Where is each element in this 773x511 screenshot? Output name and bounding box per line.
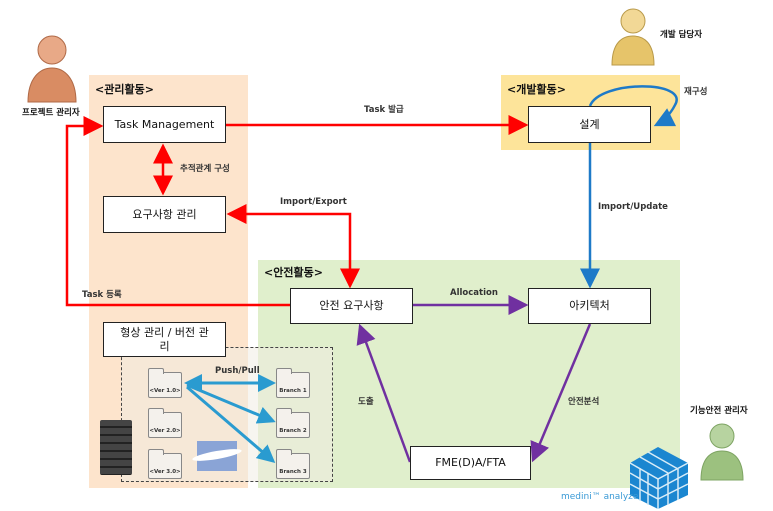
server-icon	[100, 420, 132, 475]
safety-analysis-label: 안전분석	[568, 397, 600, 407]
task-issue-label: Task 발급	[364, 105, 404, 115]
task-register-arrow	[65, 116, 290, 307]
push-pull-label: Push/Pull	[215, 366, 260, 376]
derive-arrow	[356, 323, 412, 463]
management-label: <관리활동>	[95, 83, 154, 96]
version-folder[interactable]: <Ver 1.0>	[148, 368, 182, 398]
project-manager-label: 프로젝트 관리자	[22, 108, 80, 118]
import-update-label: Import/Update	[598, 202, 668, 212]
safety-manager-avatar-icon	[700, 423, 744, 481]
reconfig-arrow	[588, 85, 678, 127]
developer-label: 개발 담당자	[660, 30, 703, 40]
version-folder[interactable]: <Ver 2.0>	[148, 408, 182, 438]
branch-folder[interactable]: Branch 3	[276, 449, 310, 479]
push-pull-arrow-3	[186, 385, 276, 463]
design-box[interactable]: 설계	[528, 106, 651, 143]
allocation-label: Allocation	[450, 288, 498, 298]
branch-folder[interactable]: Branch 2	[276, 408, 310, 438]
safety-manager-label: 기능안전 관리자	[690, 406, 748, 416]
development-label: <개발활동>	[507, 83, 566, 96]
medini-cube-logo	[629, 447, 689, 509]
subversion-logo	[191, 441, 243, 471]
import-export-label: Import/Export	[280, 197, 347, 207]
developer-avatar-icon	[611, 8, 655, 66]
trace-label: 추적관계 구성	[180, 164, 230, 174]
version-folder[interactable]: <Ver 3.0>	[148, 449, 182, 479]
requirements-box[interactable]: 요구사항 관리	[103, 196, 226, 233]
architecture-box[interactable]: 아키텍처	[528, 288, 651, 324]
reconfig-label: 재구성	[684, 87, 708, 97]
project-manager-avatar-icon	[27, 35, 77, 103]
task-management-box[interactable]: Task Management	[103, 106, 226, 143]
medini-logo-text: medini™ analyze	[561, 492, 639, 502]
task-register-label: Task 등록	[82, 290, 122, 300]
derive-label: 도출	[358, 397, 374, 407]
import-export-arrow	[226, 204, 360, 289]
config-box[interactable]: 형상 관리 / 버전 관리	[103, 322, 226, 357]
branch-folder[interactable]: Branch 1	[276, 368, 310, 398]
fmea-box[interactable]: FME(D)A/FTA	[410, 446, 531, 480]
push-pull-arrow-2	[186, 383, 276, 424]
safety-analysis-arrow	[530, 323, 592, 463]
safety-req-box[interactable]: 안전 요구사항	[290, 288, 413, 324]
